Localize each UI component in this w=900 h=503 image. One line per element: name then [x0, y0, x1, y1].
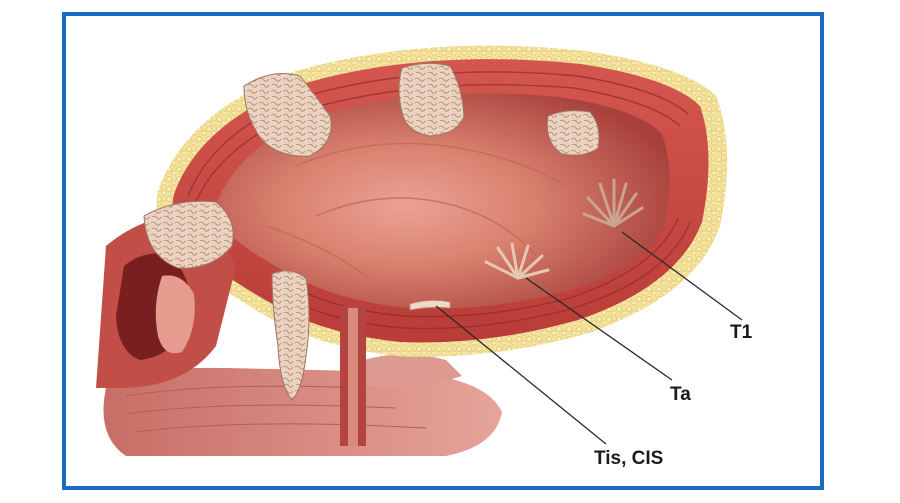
tumor-masses: [143, 62, 600, 401]
pelvic-muscle: [103, 354, 502, 456]
label-t1: T1: [730, 322, 753, 343]
cis-lesion: [409, 300, 451, 311]
tumor-mass: [546, 110, 600, 156]
papillary-tumor-ta: [484, 242, 550, 280]
mucosa-folds: [265, 125, 587, 277]
label-tis-cis: Tis, CIS: [594, 448, 664, 469]
papillary-tumor-t1: [582, 178, 644, 228]
label-ta: Ta: [670, 384, 691, 405]
leader-line-tis: [435, 305, 607, 445]
tumor-mass: [398, 62, 465, 137]
tumor-mass: [271, 270, 310, 401]
bladder-illustration: [96, 45, 743, 456]
leader-line-ta: [525, 277, 673, 381]
diagram-frame: T1 Ta Tis, CIS: [62, 12, 824, 490]
tumor-mass: [243, 73, 332, 157]
leader-line-t1: [621, 231, 743, 321]
tumor-mass: [143, 200, 234, 269]
leader-lines: [435, 231, 743, 445]
